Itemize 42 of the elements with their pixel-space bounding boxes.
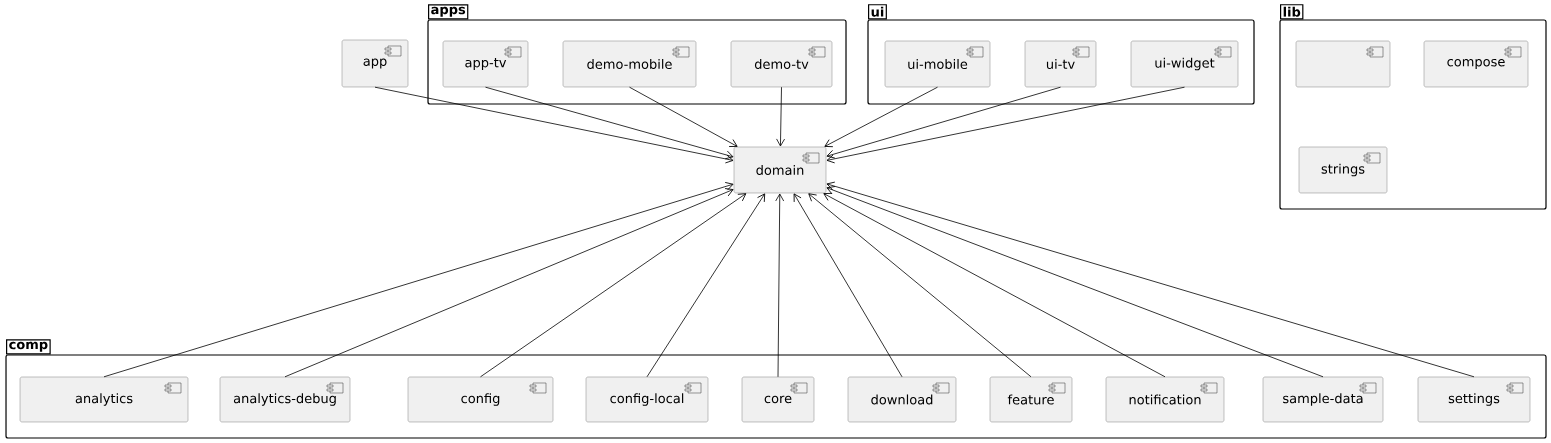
- component-box: strings: [1298, 146, 1388, 194]
- component-box: ui-mobile: [884, 40, 991, 88]
- component-box: analytics: [19, 376, 189, 423]
- component-box: domain: [733, 146, 827, 194]
- arrow: [826, 181, 1475, 378]
- component-box: sample-data: [1262, 376, 1384, 423]
- component-box: ui-tv: [1024, 40, 1097, 88]
- arrow: [480, 193, 747, 378]
- arrow: [103, 182, 734, 378]
- component-box: core: [741, 376, 815, 423]
- arrow: [646, 193, 766, 378]
- arrow: [824, 86, 938, 148]
- component-box: config-local: [585, 376, 709, 423]
- component-box: app: [341, 39, 409, 88]
- arrow: [485, 86, 734, 160]
- component-box: analytics-debug: [219, 376, 351, 423]
- arrow: [374, 86, 734, 164]
- node-label: lib: [1283, 6, 1301, 17]
- component-box: download: [847, 376, 957, 423]
- arrow: [823, 192, 1166, 378]
- component-box: app-tv: [442, 40, 529, 88]
- arrow: [826, 86, 1185, 164]
- component-box: settings: [1417, 376, 1531, 423]
- component-box: compose: [1423, 40, 1529, 88]
- component-box: config: [407, 376, 554, 423]
- node-label: ui: [871, 6, 884, 17]
- arrow: [776, 86, 785, 147]
- arrow: [793, 193, 903, 378]
- component-box: demo-tv: [730, 40, 833, 88]
- component-box: ui-widget: [1130, 40, 1239, 88]
- component-box: [1295, 40, 1391, 88]
- arrow: [284, 188, 734, 378]
- arrow: [826, 186, 1324, 378]
- arrow: [808, 193, 1032, 378]
- component-box: demo-mobile: [562, 40, 697, 88]
- component-box: feature: [989, 376, 1073, 423]
- arrow: [826, 86, 1061, 159]
- node-label: apps: [431, 6, 466, 17]
- node-label: comp: [9, 341, 48, 352]
- arrow: [629, 86, 738, 147]
- component-box: notification: [1105, 376, 1225, 423]
- arrow: [775, 193, 785, 378]
